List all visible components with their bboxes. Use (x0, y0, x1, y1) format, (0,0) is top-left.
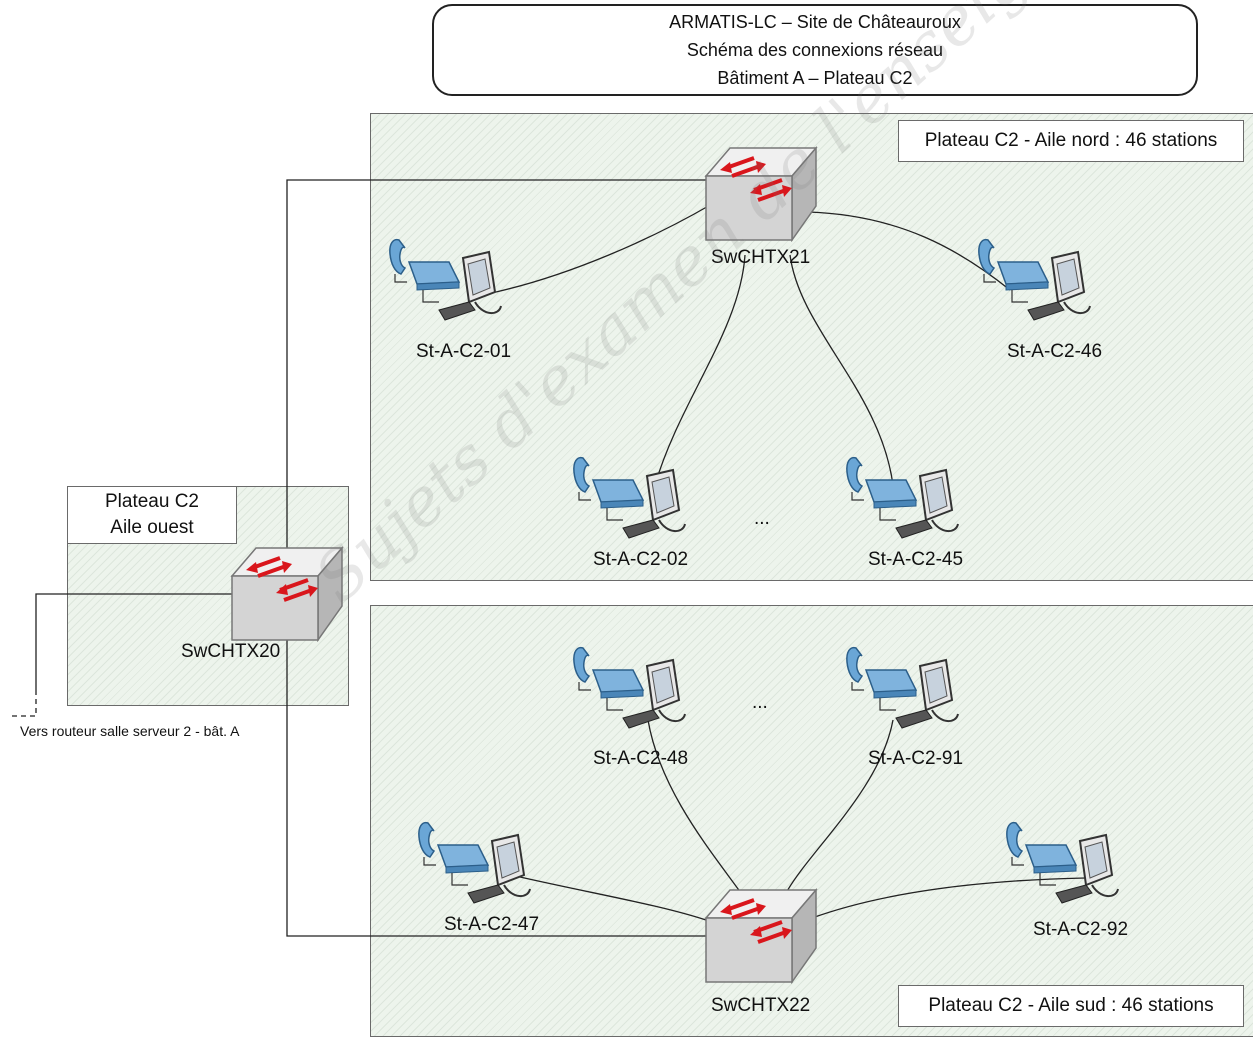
link-sw20-uplink (35, 593, 232, 690)
link-sw20-sw22 (286, 628, 706, 937)
workstation-st91-icon (846, 646, 959, 729)
ellipsis-south: ... (752, 692, 768, 713)
workstation-st48-icon (573, 646, 686, 729)
link-sw21-st02 (654, 254, 746, 486)
station-st48-label: St-A-C2-48 (593, 748, 689, 769)
uplink-dashed-line (10, 690, 37, 717)
station-st46-label: St-A-C2-46 (1007, 341, 1103, 362)
workstation-st01-icon (389, 238, 502, 321)
zone-west-caption-line2: Aile ouest (110, 517, 194, 538)
station-st45-label: St-A-C2-45 (868, 549, 964, 570)
title-line-3: Bâtiment A – Plateau C2 (717, 68, 913, 88)
switch-sw20-label: SwCHTX20 (181, 641, 281, 662)
zone-west-caption-line1: Plateau C2 (104, 491, 199, 512)
switch-sw22-label: SwCHTX22 (711, 995, 811, 1016)
workstation-st46-icon (978, 238, 1091, 321)
link-sw22-st47 (519, 876, 707, 921)
zone-west-caption: Plateau C2 Aile ouest (67, 486, 237, 544)
diagram-title-box: ARMATIS-LC – Site de Châteauroux Schéma … (432, 4, 1198, 96)
uplink-label: Vers routeur salle serveur 2 - bât. A (20, 723, 240, 739)
link-sw20-sw21 (286, 179, 706, 553)
workstation-st47-icon (418, 821, 531, 904)
station-st92-label: St-A-C2-92 (1033, 919, 1129, 940)
link-sw22-st91 (785, 719, 894, 894)
title-line-2: Schéma des connexions réseau (686, 40, 944, 60)
switch-sw21-label: SwCHTX21 (711, 247, 811, 268)
station-st47-label: St-A-C2-47 (444, 914, 540, 935)
link-sw21-st01 (495, 203, 713, 293)
station-st91-label: St-A-C2-91 (868, 748, 964, 769)
switch-sw21-icon (704, 146, 818, 242)
zone-south (370, 605, 1253, 1037)
workstation-st45-icon (846, 456, 959, 539)
link-sw21-st46 (807, 211, 1011, 291)
switch-sw22-icon (704, 888, 818, 984)
link-sw22-st92 (811, 877, 1086, 919)
switch-sw20-icon (230, 546, 344, 642)
workstation-st92-icon (1006, 821, 1119, 904)
zone-south-caption: Plateau C2 - Aile sud : 46 stations (898, 985, 1244, 1027)
title-line-1: ARMATIS-LC – Site de Châteauroux (669, 12, 961, 32)
station-st01-label: St-A-C2-01 (416, 341, 512, 362)
station-st02-label: St-A-C2-02 (593, 549, 689, 570)
workstation-st02-icon (573, 456, 686, 539)
zone-north-caption: Plateau C2 - Aile nord : 46 stations (898, 120, 1244, 162)
link-sw21-st45 (789, 254, 894, 486)
ellipsis-north: ... (754, 508, 770, 529)
link-sw22-st48 (647, 719, 742, 894)
